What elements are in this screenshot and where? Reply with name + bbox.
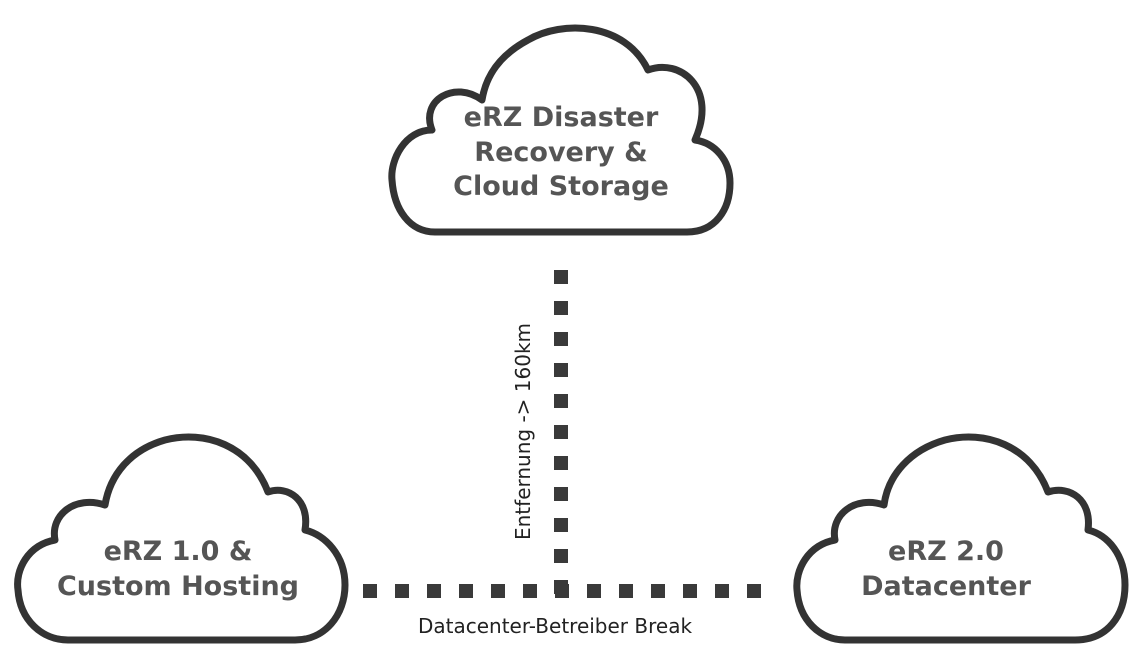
connector-dot: [491, 584, 505, 598]
horizontal-dotted-connector: [363, 584, 761, 598]
connector-dot: [427, 584, 441, 598]
vertical-dotted-connector: [554, 270, 568, 594]
cloud-title-line: Recovery &: [474, 137, 647, 168]
cloud-title-line: Datacenter: [861, 571, 1032, 602]
cloud-erz-1: eRZ 1.0 & Custom Hosting: [14, 433, 349, 644]
cloud-title-line: eRZ 2.0: [888, 536, 1004, 567]
connector-dot: [747, 584, 761, 598]
connector-dot: [554, 549, 568, 563]
cloud-title-line: Custom Hosting: [57, 571, 299, 602]
cloud-disaster-recovery: eRZ Disaster Recovery & Cloud Storage: [388, 24, 734, 236]
connector-dot: [554, 363, 568, 377]
connector-dot: [523, 584, 537, 598]
cloud-title-line: Cloud Storage: [453, 171, 669, 202]
connector-dot: [554, 456, 568, 470]
connector-dot: [587, 584, 601, 598]
cloud-title-line: eRZ 1.0 &: [104, 536, 253, 567]
operator-break-label: Datacenter-Betreiber Break: [418, 614, 692, 638]
connector-dot: [554, 270, 568, 284]
connector-dot: [554, 518, 568, 532]
connector-dot: [554, 487, 568, 501]
cloud-icon: [14, 433, 349, 644]
connector-dot: [395, 584, 409, 598]
connector-dot: [619, 584, 633, 598]
cloud-icon: [793, 433, 1129, 644]
connector-dot: [554, 332, 568, 346]
distance-label: Entfernung -> 160km: [511, 323, 535, 540]
connector-dot: [554, 301, 568, 315]
connector-dot: [554, 394, 568, 408]
cloud-icon: [388, 24, 734, 236]
connector-dot: [363, 584, 377, 598]
connector-dot: [651, 584, 665, 598]
cloud-erz-2: eRZ 2.0 Datacenter: [793, 433, 1129, 644]
connector-dot: [459, 584, 473, 598]
connector-dot: [715, 584, 729, 598]
connector-dot: [555, 584, 569, 598]
connector-dot: [683, 584, 697, 598]
cloud-title-line: eRZ Disaster: [464, 102, 659, 133]
connector-dot: [554, 425, 568, 439]
